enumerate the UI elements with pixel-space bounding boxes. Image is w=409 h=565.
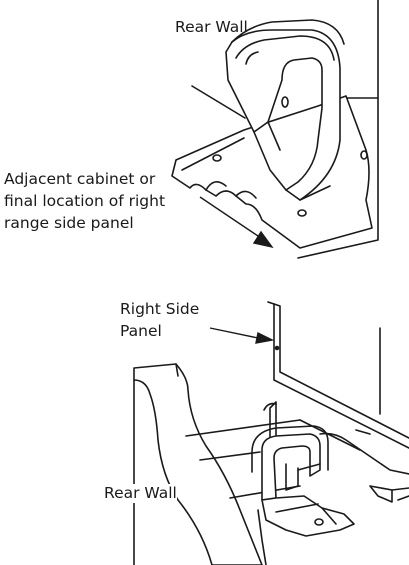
rear-wall-label-top: Rear Wall — [175, 18, 248, 36]
panel-dot — [274, 345, 280, 351]
side-panel-outline — [297, 0, 379, 259]
adjacent-cabinet-label-line2: final location of right — [4, 192, 166, 210]
right-side-leader-line — [209, 327, 259, 339]
adjacent-leader-line — [199, 196, 259, 237]
adjacent-cabinet-label-line1: Adjacent cabinet or — [4, 170, 156, 188]
right-side-panel — [267, 301, 409, 449]
bracket-foot — [261, 495, 355, 537]
rear-wall-label-bottom: Rear Wall — [104, 484, 177, 503]
bracket-u-channel — [225, 29, 341, 201]
bracket-u-loops — [261, 433, 321, 501]
adjacent-arrowhead — [252, 230, 274, 249]
rear-wall-block — [133, 363, 263, 565]
bracket-post — [269, 401, 277, 441]
right-side-panel-label-line2: Panel — [120, 322, 162, 340]
right-side-panel-label-line1: Right Side — [120, 300, 200, 318]
adjacent-cabinet-label-line3: range side panel — [4, 214, 134, 232]
floor-edge-line — [191, 85, 246, 119]
right-side-arrowhead — [255, 331, 275, 344]
